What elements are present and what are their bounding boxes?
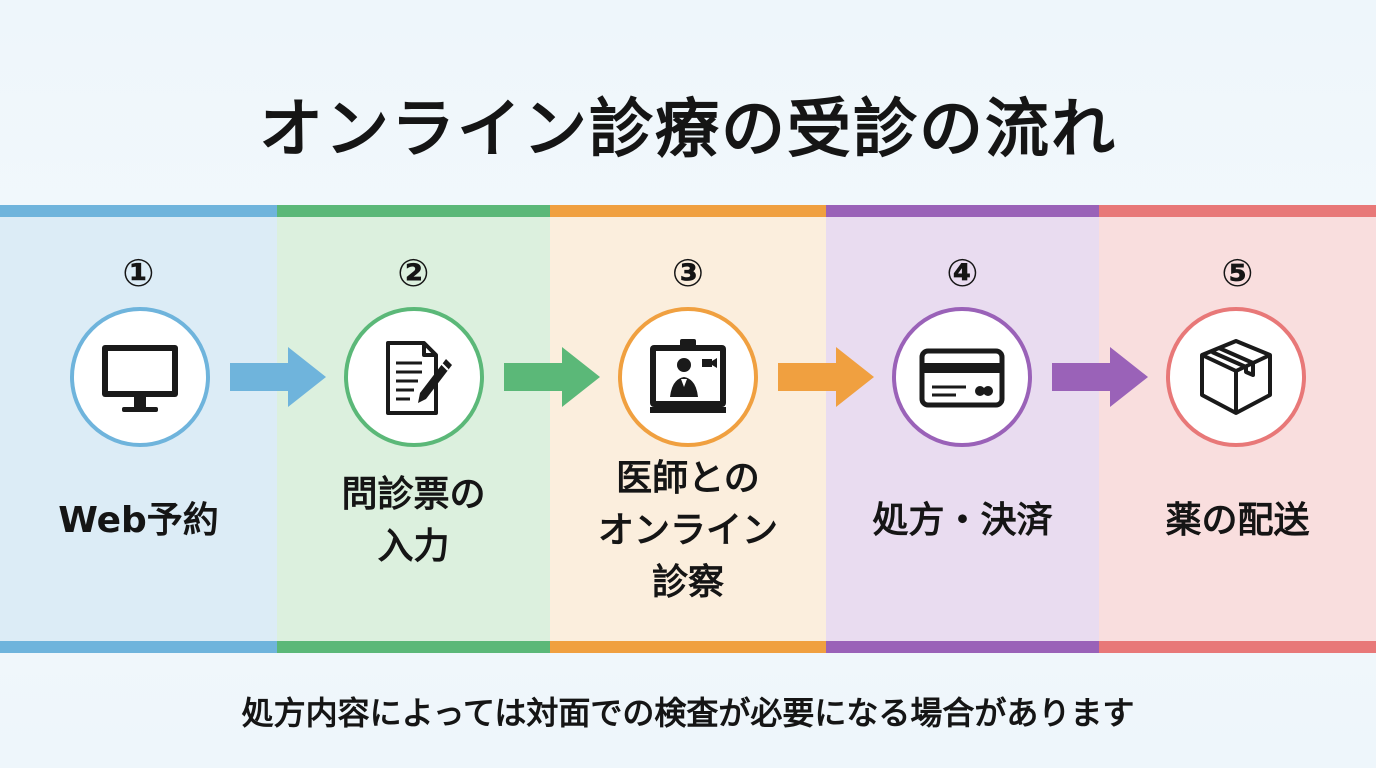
step-4-number: ④ [946, 251, 979, 295]
step-5-bottom-bar [1099, 641, 1376, 653]
step-4-label: 処方・決済 [826, 495, 1099, 547]
step-3-label: 医師との オンライン 診察 [550, 453, 826, 609]
step-2-bottom-bar [277, 641, 550, 653]
arrow-icon-2 [504, 347, 600, 407]
step-4-label-line-1: 処方・決済 [872, 500, 1053, 541]
step-3-label-line-1: 医師との [616, 458, 760, 499]
step-3-top-bar [550, 205, 826, 217]
step-3: ③ 医師との オンライン 診察 [550, 205, 826, 653]
arrow-icon-1 [230, 347, 326, 407]
step-2-label-line-1: 問診票の [341, 474, 486, 515]
credit-card-icon [919, 348, 1005, 408]
step-5-number: ⑤ [1221, 251, 1254, 295]
step-5-icon-circle [1166, 307, 1306, 447]
step-1-bottom-bar [0, 641, 277, 653]
step-2: ② 問診票の 入力 [277, 205, 550, 653]
step-5-top-bar [1099, 205, 1376, 217]
step-5-label-line-1: 薬の配送 [1165, 500, 1310, 541]
footer-note: 処方内容によっては対面での検査が必要になる場合があります [241, 694, 1135, 732]
document-pen-icon [386, 341, 452, 415]
arrow-icon-4 [1052, 347, 1148, 407]
step-4-top-bar [826, 205, 1099, 217]
page-title: オンライン診療の受診の流れ [259, 93, 1117, 167]
doctor-video-icon [650, 339, 726, 413]
step-3-number: ③ [671, 251, 705, 295]
monitor-icon [102, 345, 178, 412]
step-1-label: Web予約 [0, 495, 277, 547]
step-4-icon-circle [892, 307, 1032, 447]
step-5: ⑤ 薬の配送 [1099, 205, 1376, 653]
step-4-bottom-bar [826, 641, 1099, 653]
package-icon [1200, 339, 1272, 415]
step-2-label: 問診票の 入力 [277, 469, 550, 573]
step-5-label: 薬の配送 [1099, 495, 1376, 547]
step-2-number: ② [397, 251, 430, 295]
step-2-icon-circle [344, 307, 484, 447]
flow-diagram: ① Web予約 ② [0, 205, 1376, 653]
step-1-icon-circle [70, 307, 210, 447]
step-3-bottom-bar [550, 641, 826, 653]
arrow-icon-3 [778, 347, 874, 407]
step-1-number: ① [122, 251, 155, 295]
step-2-label-line-2: 入力 [377, 526, 450, 567]
step-1-top-bar [0, 205, 277, 217]
step-3-label-line-3: 診察 [651, 562, 724, 603]
step-4: ④ 処方・決済 [826, 205, 1099, 653]
step-1: ① Web予約 [0, 205, 277, 653]
step-2-top-bar [277, 205, 550, 217]
step-1-label-line-1: Web予約 [58, 500, 219, 541]
step-3-label-line-2: オンライン [597, 510, 778, 551]
step-3-icon-circle [618, 307, 758, 447]
